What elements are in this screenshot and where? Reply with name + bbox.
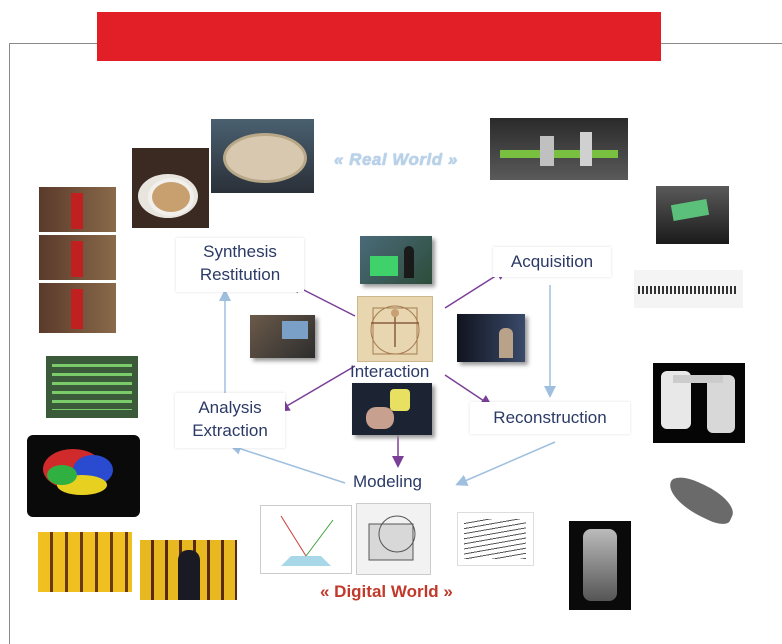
suited-person (178, 550, 200, 600)
vitruvian-sketch (370, 305, 420, 355)
green-device (670, 198, 710, 222)
vr-green-panel (370, 256, 398, 276)
red-figure (71, 241, 83, 277)
seated-person (499, 328, 513, 358)
wireframe-sketch (368, 515, 416, 561)
red-figure (71, 193, 83, 229)
hand-device-image (656, 186, 729, 244)
colosseum-model (223, 133, 307, 183)
colosseum-image (211, 119, 314, 193)
brain-model-image (27, 435, 140, 517)
ct-scan-image (569, 521, 631, 610)
wireframe-image (356, 503, 431, 575)
mech-part-2 (707, 375, 735, 433)
analysis-extraction-node: Analysis Extraction (175, 393, 285, 448)
vr-scene-image (360, 236, 432, 284)
brain-green (47, 465, 77, 485)
modeling-label: Modeling (353, 472, 422, 491)
cafe-sequence-image-3 (39, 283, 116, 333)
line-chart-image (457, 512, 534, 566)
digital-world-label: « Digital World » (320, 582, 453, 601)
restitution-label: Restitution (199, 265, 281, 284)
synthesis-label: Synthesis (203, 242, 277, 261)
vitruvian-man-image (357, 296, 433, 362)
interaction-label: Interaction (350, 362, 430, 381)
green-text-lines (52, 364, 132, 410)
hand-interaction-image (352, 383, 432, 435)
arrow-reconstruction-to-modeling (455, 441, 556, 486)
extraction-label: Extraction (192, 421, 268, 440)
scanned-shape (662, 475, 740, 529)
optics-component (540, 136, 554, 166)
mechanical-model-image (653, 363, 745, 443)
real-world-label: « Real World » (334, 150, 458, 169)
arrow-modeling-to-analysis (229, 443, 346, 484)
scanned-shape-image (660, 475, 745, 535)
brdf-diagram-image (260, 505, 352, 574)
lab-screen (282, 321, 308, 339)
chart-lines (464, 519, 526, 559)
title-banner (97, 12, 661, 61)
yellow-object (390, 389, 410, 411)
waveform-image (634, 270, 743, 308)
acquisition-label: Acquisition (510, 252, 594, 271)
dark-room-person-image (457, 314, 525, 362)
vr-person (404, 246, 414, 278)
analysis-label: Analysis (198, 398, 262, 417)
cup (148, 178, 194, 216)
reconstruction-node: Reconstruction (470, 402, 630, 434)
optics-component-2 (580, 132, 592, 166)
ct-object (583, 529, 617, 601)
optical-bench-image (490, 118, 628, 180)
mech-bar (673, 375, 723, 383)
synthesis-restitution-node: Synthesis Restitution (176, 238, 304, 292)
acquisition-node: Acquisition (493, 247, 611, 277)
optics-beam (500, 150, 618, 158)
reconstruction-label: Reconstruction (493, 408, 607, 427)
lab-person-image (250, 315, 315, 358)
coffee-cup-image (132, 148, 209, 228)
cafe-sequence-image-1 (39, 187, 116, 232)
green-text-panel-image (46, 356, 138, 418)
brdf-sketch (280, 515, 334, 566)
cafe-sequence-image-2 (39, 235, 116, 280)
hand-shape (366, 407, 394, 429)
arrow-to-analysis (277, 365, 356, 412)
person-lanterns-image (140, 540, 237, 600)
red-figure (71, 289, 83, 329)
arrow-to-reconstruction (444, 374, 493, 407)
lanterns-image (38, 532, 132, 592)
waveform (638, 286, 738, 294)
